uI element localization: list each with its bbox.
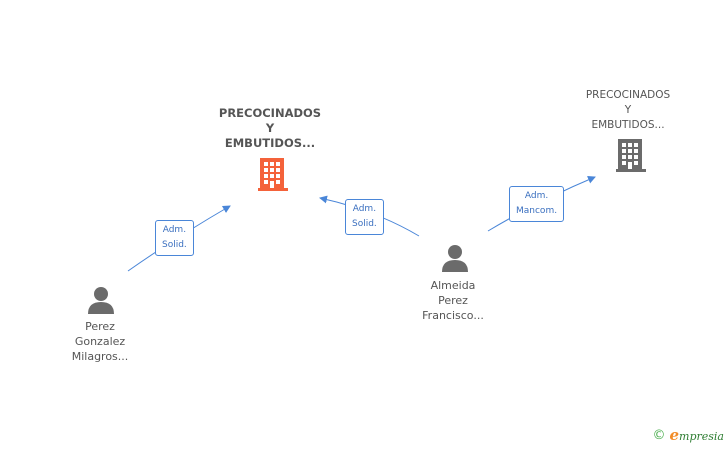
company-main-name-line-2: Y: [265, 121, 275, 135]
building-icon[interactable]: [258, 158, 288, 192]
edge-label-line-2: Solid.: [162, 240, 187, 250]
company-other-name-line-3: EMBUTIDOS...: [591, 119, 665, 131]
person-perez-name-line-3: Milagros...: [71, 350, 129, 363]
company-main-name-line-1: PRECOCINADOS: [218, 106, 322, 120]
brand-initial: e: [669, 426, 680, 444]
copyright-icon: ©: [652, 427, 666, 443]
person-almeida-name-line-3: Francisco...: [422, 309, 484, 322]
person-icon[interactable]: [88, 287, 114, 314]
person-perez-name-line-2: Gonzalez: [74, 335, 126, 348]
edge-label-line-1: Adm.: [162, 225, 187, 235]
brand-footer[interactable]: © empresia: [652, 426, 724, 444]
company-main-name[interactable]: PRECOCINADOS Y EMBUTIDOS...: [210, 106, 330, 151]
edge-label-almeida-company-main: Adm. Solid.: [345, 199, 384, 235]
edge-label-line-1: Adm.: [352, 204, 377, 214]
person-almeida-name[interactable]: Almeida Perez Francisco...: [403, 278, 503, 323]
brand-logo: empresia: [669, 426, 724, 444]
company-other-name[interactable]: PRECOCINADOS Y EMBUTIDOS...: [568, 88, 688, 133]
building-icon[interactable]: [616, 139, 646, 172]
edge-label-perez-company-main: Adm. Solid.: [155, 220, 194, 256]
edge-label-almeida-company-other: Adm. Mancom.: [509, 186, 565, 222]
person-almeida-name-line-1: Almeida: [430, 279, 476, 292]
company-other-name-line-2: Y: [624, 104, 632, 116]
brand-name: mpresia: [679, 430, 724, 443]
edge-label-line-2: Mancom.: [516, 206, 558, 216]
company-other-name-line-1: PRECOCINADOS: [585, 89, 671, 101]
edge-label-line-1: Adm.: [524, 191, 549, 201]
person-perez-name[interactable]: Perez Gonzalez Milagros...: [50, 319, 150, 364]
person-perez-name-line-1: Perez: [85, 320, 115, 333]
person-icon[interactable]: [442, 245, 468, 272]
company-main-name-line-3: EMBUTIDOS...: [224, 136, 316, 150]
person-almeida-name-line-2: Perez: [438, 294, 468, 307]
edge-label-line-2: Solid.: [352, 219, 377, 229]
